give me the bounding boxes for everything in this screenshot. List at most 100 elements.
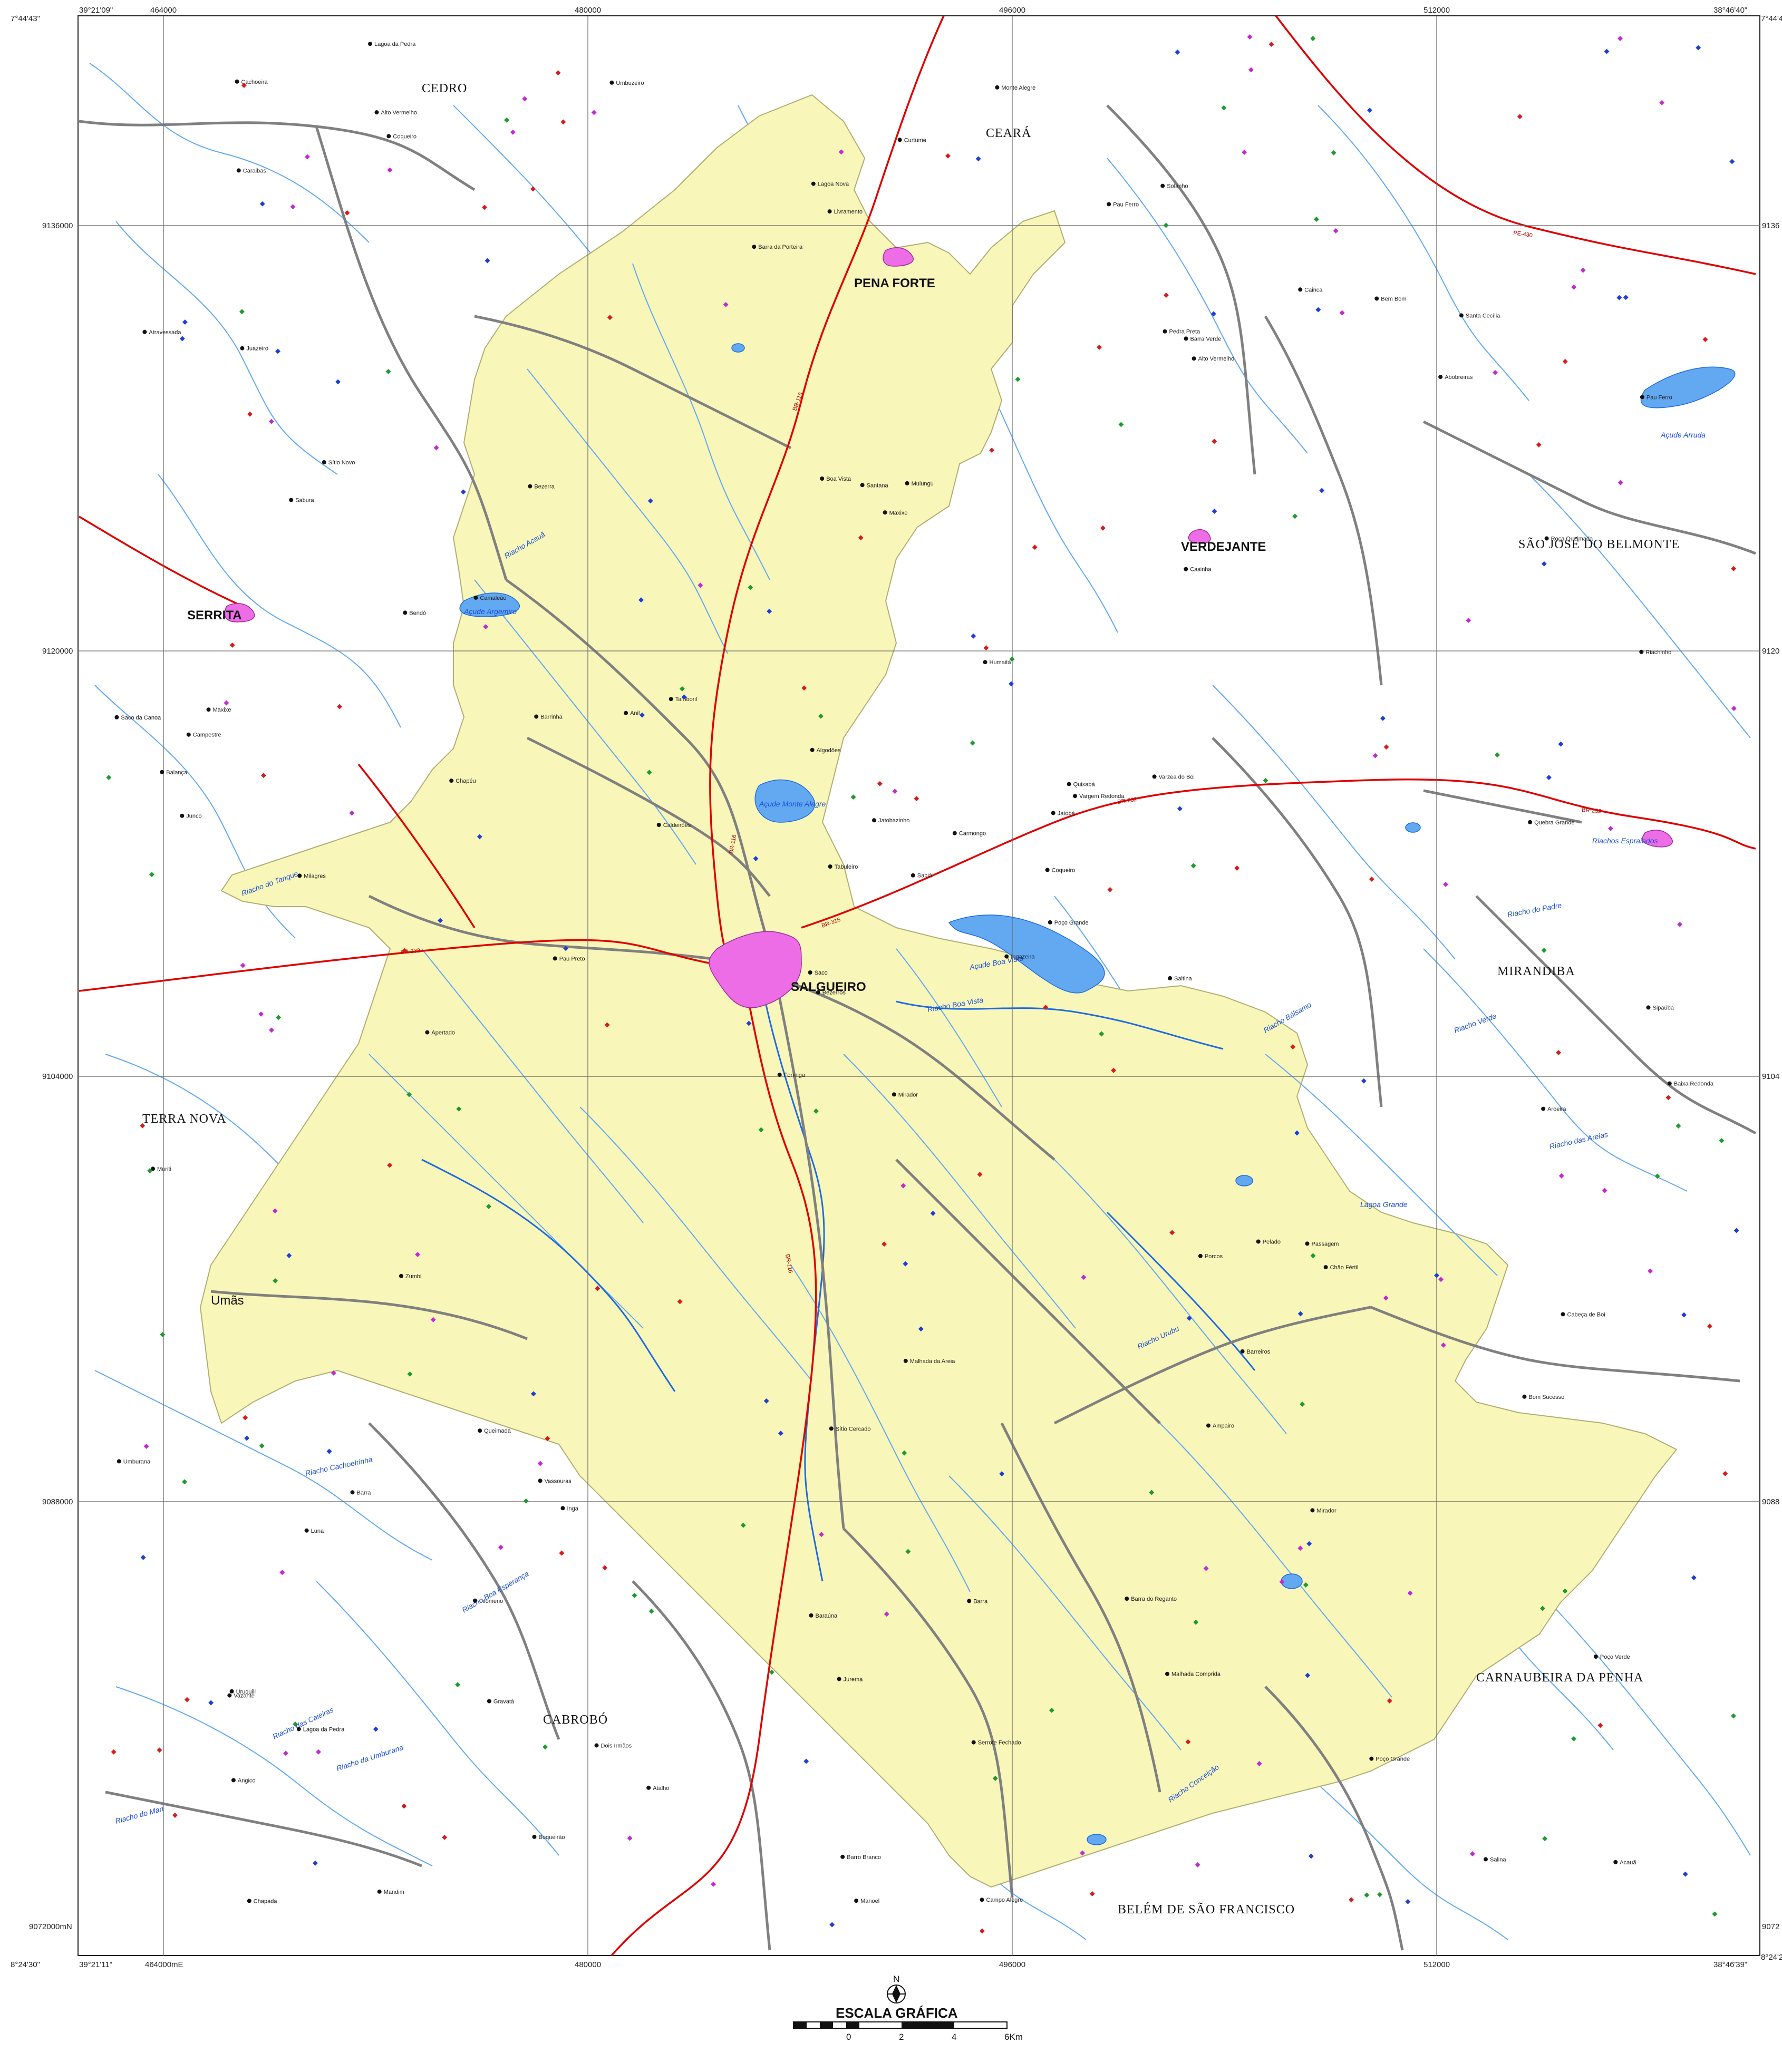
corner-bottom-right: 8°24'27" [1761,1953,1782,1962]
well-marker [1177,806,1183,812]
locality-dot [473,1598,477,1603]
well-marker [1618,480,1623,485]
well-marker [1195,1862,1200,1867]
locality-label: Apertado [431,1030,455,1036]
locality-label: Barro Branco [847,1854,881,1861]
locality-dot [1073,794,1077,799]
locality-label: Salina [1490,1856,1506,1863]
locality-dot [553,956,557,961]
well-marker [563,946,569,951]
label-umas: Umãs [211,1293,244,1308]
well-marker [595,1286,601,1291]
locality-dot [829,1426,834,1431]
locality-dot [322,460,326,464]
locality-dot [1206,1423,1210,1428]
well-marker [1558,1173,1564,1179]
well-marker [1294,1130,1300,1136]
well-marker [106,775,112,781]
locality-dot [449,779,454,783]
well-marker [545,1436,550,1442]
well-marker [746,1020,752,1026]
road-network [79,104,1757,1951]
well-marker [247,411,253,417]
highways [79,15,1756,1957]
locality-label: Sabiá [917,873,933,879]
locality-dot [368,42,372,46]
locality-dot [160,770,164,774]
locality-dot [386,134,391,139]
locality-label: Sítio Novo [328,460,355,466]
well-marker [638,597,644,603]
locality-label: Campestre [193,732,221,738]
urban-belmonte [1642,830,1673,848]
locality-dot [1198,1253,1203,1258]
scale-tick-4: 4 [952,2032,956,2042]
well-marker [1558,741,1564,747]
locality-dot [828,864,832,869]
locality-dot [1168,976,1173,980]
well-marker [1210,311,1216,317]
locality-label: Baixa Redonda [1674,1081,1714,1087]
locality-dot [227,1693,232,1698]
well-marker [160,1332,166,1338]
locality-dot [560,1506,565,1511]
well-marker [1380,715,1386,721]
scale-tick-6: 6Km [1004,2032,1023,2042]
locality-dot [374,110,379,115]
locality-label: Ingazeira [1011,954,1035,960]
locality-dot [860,483,865,488]
well-marker [905,1549,911,1554]
locality-label: Pau Preto [559,956,585,962]
well-marker [763,1398,769,1404]
well-marker [1300,1402,1305,1407]
well-marker [401,1803,407,1809]
locality-label: Barra [357,1490,372,1496]
locality-dot [883,510,887,515]
well-marker [753,855,759,861]
locality-dot [425,1030,430,1035]
well-marker [1247,34,1253,40]
locality-dot [777,1073,782,1077]
locality-label: Porcos [1205,1253,1223,1260]
well-marker [1268,42,1274,47]
locality-label: Quebra Grande [1534,820,1574,826]
well-marker [1043,1005,1049,1010]
well-marker [1369,876,1374,882]
locality-dot [840,1854,845,1859]
northing-left-4: 9088000 [42,1497,73,1506]
well-marker [1032,544,1038,550]
acude-boa-vista [948,915,1105,994]
urban-verdejante [1188,529,1211,544]
well-marker [1541,561,1547,567]
well-marker [1492,369,1498,375]
well-marker [483,624,489,630]
well-marker [989,448,995,453]
well-marker [259,201,265,207]
well-marker [970,740,975,746]
locality-dot [827,209,832,214]
well-marker [1562,1588,1568,1594]
well-marker [801,685,807,691]
well-marker [838,149,844,155]
well-marker [522,96,528,102]
well-marker [172,1812,178,1818]
well-marker [900,1183,906,1189]
well-marker [1081,1275,1087,1280]
locality-dot [296,1727,301,1731]
locality-label: Santa Cecília [1466,313,1500,319]
locality-label: Jurema [844,1676,864,1682]
easting-bottom-1: 464000mE [145,1960,183,1969]
locality-dot [854,1899,859,1903]
scale-block: N ESCALA GRÁFICA 0 2 4 6Km [793,1974,1023,2042]
locality-label: Lagoa Nova [818,181,849,188]
well-marker [455,1682,460,1688]
well-marker [1466,617,1471,623]
corner-top-right-lon: 38°46'40" [1713,6,1747,15]
locality-label: Balança [166,770,188,776]
well-marker [884,1611,889,1617]
well-marker [530,1391,536,1397]
well-marker [143,1443,149,1449]
locality-label: Umbuzeiro [616,80,644,86]
locality-label: Anil [630,711,640,717]
